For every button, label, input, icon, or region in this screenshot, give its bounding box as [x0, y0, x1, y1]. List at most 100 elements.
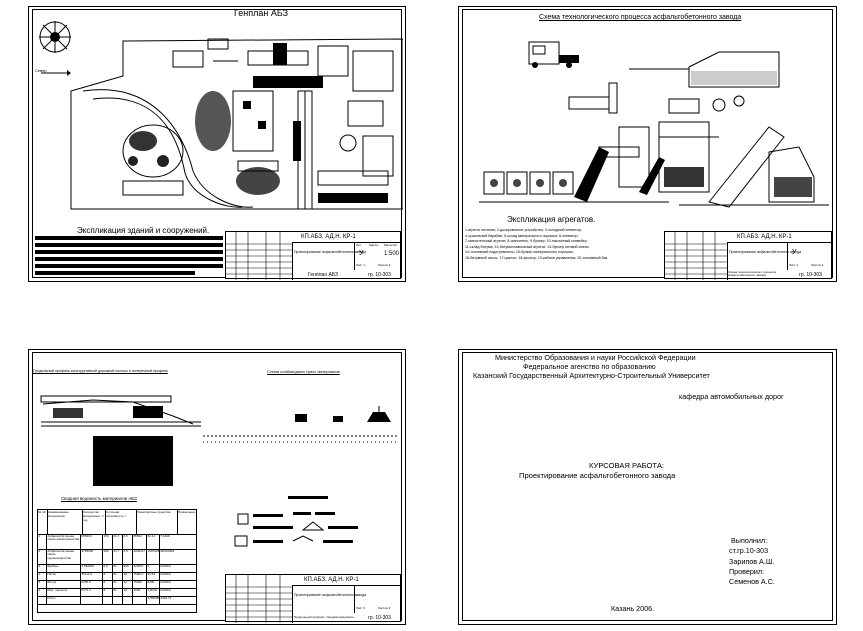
table-cell: 1 [38, 535, 47, 549]
stamp-lit: У [792, 249, 797, 256]
table-cell: КАМАЗ [160, 589, 171, 592]
teacher-name: Семенов А.С. [729, 577, 775, 586]
work-title: Проектирование асфальтобетонного завода [519, 471, 676, 480]
performed-label: Выполнил: [731, 536, 768, 545]
explication-legend: 1-агрегат питания; 2-дозировочное устрой… [465, 228, 661, 262]
table-cell: 750017 [133, 573, 147, 580]
table-cell: 4 [103, 573, 113, 580]
table-cell: 6450.9 [81, 581, 103, 588]
stamp-sheets: Листов 3 [811, 263, 824, 267]
table-cell: 150 [103, 535, 113, 549]
table-cell: 320337 [133, 565, 147, 572]
stamp-code: КП.АБЗ. АД.Н. КР-1 [304, 577, 359, 583]
materials-table: № п/п Наименование материалов Количество… [37, 509, 197, 613]
explication-title: Экспликация зданий и сооружений. [77, 226, 210, 235]
site-plan-drawing [70, 38, 403, 210]
table-cell: 5171.4 [81, 589, 103, 596]
table-cell: 1007018 [147, 550, 160, 564]
title-block: КП.АБЗ. АД.Н. КР-1 Проектирование асфаль… [664, 231, 833, 280]
table-cell: 3765000 [147, 597, 160, 604]
legend-line: 16-битумный насос; 17-циклон; 18-фильтр;… [465, 255, 609, 260]
table-cell: 0 [147, 565, 160, 572]
table-cell [133, 597, 147, 604]
sheet-title: Схема технологического процесса асфальто… [539, 14, 742, 21]
compass-rose-icon [39, 21, 71, 53]
stamp-grid [665, 232, 727, 280]
table-cell: 4 [103, 589, 113, 596]
sheet-title: Генплан АБЗ [234, 8, 289, 18]
explication-row [35, 250, 223, 254]
table-cell: 6 [103, 581, 113, 588]
table-cell: Асфальтобетонная смесь мелкозернистая [47, 535, 81, 549]
table-cell: 21 [113, 565, 123, 572]
explication-row [35, 264, 223, 268]
university-text: Казанский Государственный Архитектурно-С… [473, 371, 710, 380]
ministry-text: Министерство Образования и науки Российс… [495, 353, 696, 362]
table-cell: 21.7 [113, 535, 123, 549]
sheet-general-plan: Генплан АБЗ Север [28, 6, 406, 282]
checked-label: Проверил: [729, 567, 765, 576]
stamp-group: гр. 10-303 [368, 272, 391, 278]
table-cell: 6 [38, 589, 47, 596]
table-title: Сводная ведомость материалов АБЗ [61, 496, 137, 501]
stamp-sheet: Лист 3 [356, 606, 366, 610]
table-cell: 6.5 [103, 565, 113, 572]
table-cell [103, 597, 113, 604]
explication-title: Экспликация агрегатов. [507, 215, 596, 224]
table-cell: 21 [113, 589, 123, 596]
table-cell: 4040117 [133, 550, 147, 564]
department-text: кафедра автомобильных дорог [679, 392, 784, 401]
table-header: Наименование материалов [48, 510, 83, 534]
table-cell: 21 [113, 581, 123, 588]
table-cell: 900 [123, 565, 133, 572]
profile-drawing [40, 395, 398, 486]
table-cell: Итого [47, 597, 81, 604]
table-cell: Т-МАЗ [160, 535, 170, 538]
sheet-profile-table: Продольный профиль конструктивной дорожн… [28, 349, 406, 625]
table-cell: 36.64 [147, 573, 160, 580]
sheet-process-scheme: Схема технологического процесса асфальто… [458, 6, 837, 282]
table-cell: 21.7 [113, 550, 123, 564]
table-cell: 6.5 [123, 550, 133, 564]
stamp-sheets: Листов 3 [378, 606, 391, 610]
table-cell: Песок [47, 573, 81, 580]
stamp-project: Проектирование асфальтобетонного завода [729, 250, 802, 254]
stamp-sheet-name: Генплан АБЗ [308, 272, 339, 278]
stamp-grid [226, 232, 292, 280]
table-cell: 3765000 [81, 550, 103, 564]
table-cell: 62-11 [147, 535, 160, 549]
table-cell: Битум [47, 581, 81, 588]
process-scheme-drawing [479, 41, 829, 208]
title-block: КП.АБЗ. АД.Н. КР-1 Проектирование асфаль… [225, 231, 402, 280]
north-label: Север [35, 68, 47, 73]
explication-row [35, 243, 223, 247]
explication-row [35, 236, 223, 240]
north-arrow-icon [41, 70, 71, 76]
sheet-title-page: Министерство Образования и науки Российс… [458, 349, 837, 625]
stamp-sheet: Лист 2 [789, 263, 799, 267]
stamp-project: Проектирование асфальтобетонного завода [294, 593, 367, 597]
table-cell: 1000 [133, 589, 147, 596]
table-header: Примечание [178, 510, 196, 514]
sheet-frame [462, 9, 833, 278]
work-type: КУРСОВАЯ РАБОТА: [589, 461, 664, 470]
table-cell: 5 [38, 581, 47, 588]
explication-row [35, 271, 195, 275]
stamp-grid [226, 575, 292, 623]
title-block: КП.АБЗ. АД.Н. КР-1 Проектирование асфаль… [225, 574, 402, 623]
table-cell: Мин. порошок [47, 589, 81, 596]
stamp-sheet-name: Продольный профиль. Сводная ведомость [294, 615, 355, 619]
table-cell: КАМАЗ [160, 581, 171, 584]
table-header: Транспортные средства [137, 510, 178, 534]
table-cell: 35111.9 [81, 573, 103, 580]
table-cell: 141031 [147, 589, 160, 596]
legend-line: 11-склад битума; 12-битумоплавильный агр… [465, 244, 590, 249]
table-cell: 6.5 [123, 535, 133, 549]
table-cell [123, 597, 133, 604]
stamp-code: КП.АБЗ. АД.Н. КР-1 [301, 234, 356, 240]
table-cell: 30 [123, 573, 133, 580]
stamp-sheet: Лист 1 [356, 263, 366, 267]
